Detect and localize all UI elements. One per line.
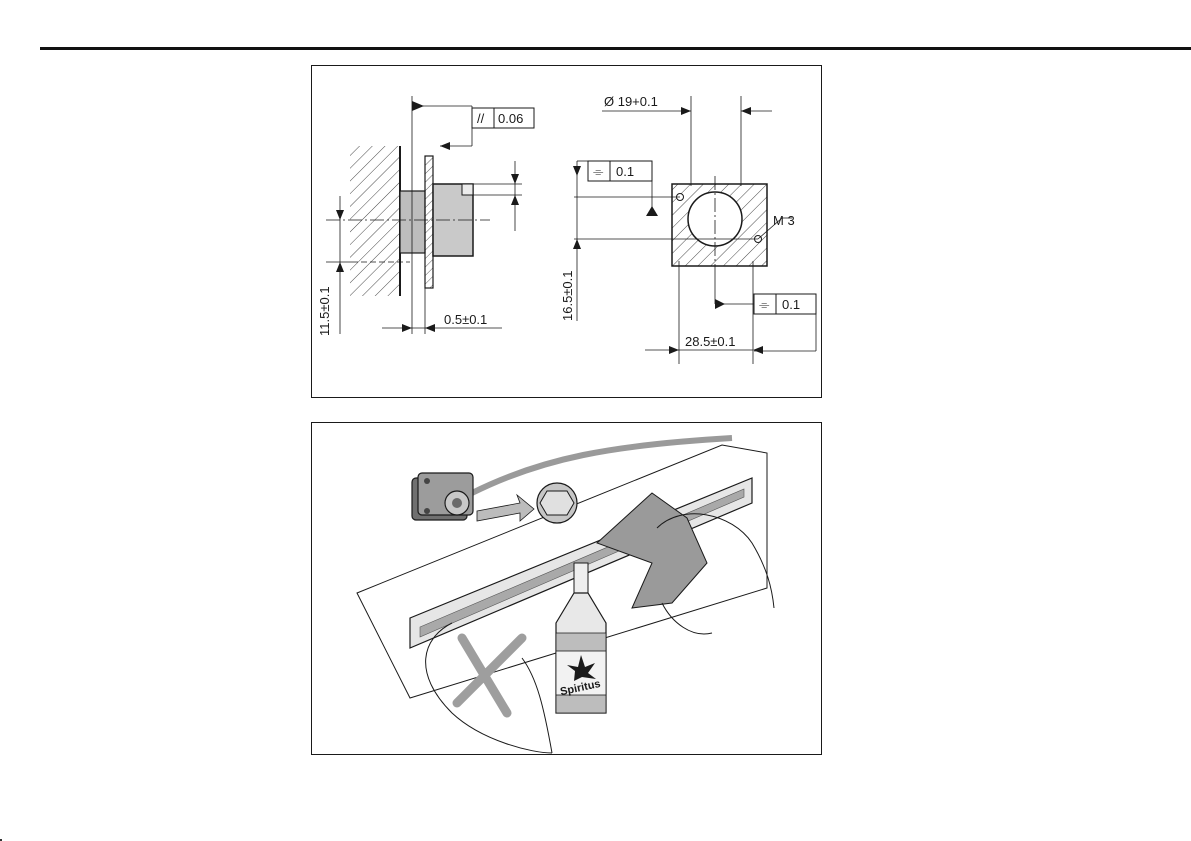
- dimension-16-5: 16.5±0.1: [560, 270, 575, 321]
- mounting-drawing-panel: // 0.06 11.5±0.1 0.5±0.1 Ø 19+0.1: [311, 65, 822, 398]
- scale-section: [425, 156, 433, 288]
- parallelism-tolerance: 0.06: [498, 111, 523, 126]
- mounting-surface: [350, 146, 400, 296]
- dimension-11-5: 11.5±0.1: [317, 286, 332, 336]
- spirit-bottle: Spiritus: [556, 563, 606, 713]
- symmetry-symbol-bottom: ⌯: [759, 297, 770, 312]
- cleaning-illustration: Spiritus: [312, 423, 823, 756]
- cleaning-illustration-panel: Spiritus: [311, 422, 822, 755]
- symmetry-tolerance-bottom: 0.1: [782, 297, 800, 312]
- parallelism-symbol: //: [477, 111, 485, 126]
- header-rule: [40, 47, 1191, 50]
- dimension-28-5: 28.5±0.1: [685, 334, 736, 349]
- thread-label: M 3: [773, 213, 795, 228]
- symmetry-tolerance-top: 0.1: [616, 164, 634, 179]
- dimension-0-5: 0.5±0.1: [444, 312, 487, 327]
- read-head-unit: [412, 473, 473, 520]
- mounting-drawing: // 0.06 11.5±0.1 0.5±0.1 Ø 19+0.1: [312, 66, 823, 399]
- cable: [472, 438, 732, 493]
- diameter-label: Ø 19+0.1: [604, 94, 658, 109]
- side-view: // 0.06 11.5±0.1 0.5±0.1: [317, 96, 534, 336]
- symmetry-symbol-top: ⌯: [593, 164, 604, 179]
- front-view: Ø 19+0.1 ⌯ 0.1 16.5±0.1 M 3 ⌯ 0.1: [560, 94, 816, 364]
- sensor-body: [400, 191, 425, 253]
- direction-arrow: [477, 495, 534, 521]
